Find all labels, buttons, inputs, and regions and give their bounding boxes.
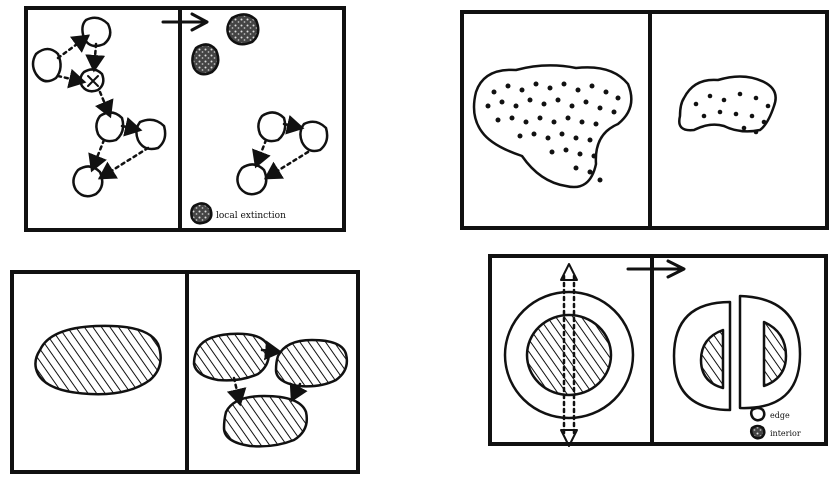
dispersal-arrow <box>284 124 302 128</box>
large-hatched-patch <box>35 326 160 394</box>
patch-network-right: local extinction <box>191 14 327 223</box>
panel-top-right <box>462 12 827 228</box>
legend-edge-label: edge <box>770 411 790 420</box>
panel-bottom-right: edge interior <box>490 256 826 446</box>
dispersal-arrow <box>94 44 96 70</box>
legend-interior-swatch <box>751 426 764 438</box>
legend-interior-label: interior <box>770 429 801 438</box>
habitat-patch <box>136 120 165 149</box>
habitat-patch <box>33 49 61 81</box>
dispersal-arrow <box>266 152 308 178</box>
dispersal-arrow <box>100 148 148 178</box>
dispersal-arrow <box>58 36 88 58</box>
legend-edge-swatch <box>751 408 764 420</box>
legend: edge interior <box>751 408 801 438</box>
panel-top-left: local extinction <box>26 8 344 230</box>
patch-network-left <box>33 18 165 197</box>
hatched-fragment <box>276 340 347 386</box>
patch-interior <box>527 315 611 395</box>
habitat-patch <box>82 18 110 46</box>
hatched-fragment <box>224 396 307 446</box>
extinct-patch <box>227 14 258 44</box>
habitat-patch <box>237 164 266 194</box>
large-patch <box>474 65 631 187</box>
legend-extinct-swatch <box>191 203 211 223</box>
dispersal-arrow <box>92 140 104 170</box>
habitat-patch <box>73 166 102 196</box>
extinct-patch <box>192 44 218 74</box>
local-extinction-label: local extinction <box>216 211 286 221</box>
transition-arrow-icon <box>628 261 684 277</box>
dispersal-arrow <box>256 140 266 166</box>
habitat-patch <box>258 112 285 141</box>
panel-bottom-left <box>12 272 358 472</box>
habitat-patch <box>96 112 123 141</box>
transition-arrow-icon <box>163 14 207 30</box>
panel-frame <box>26 8 344 230</box>
hatched-fragment <box>194 334 269 381</box>
habitat-patch <box>300 122 327 151</box>
